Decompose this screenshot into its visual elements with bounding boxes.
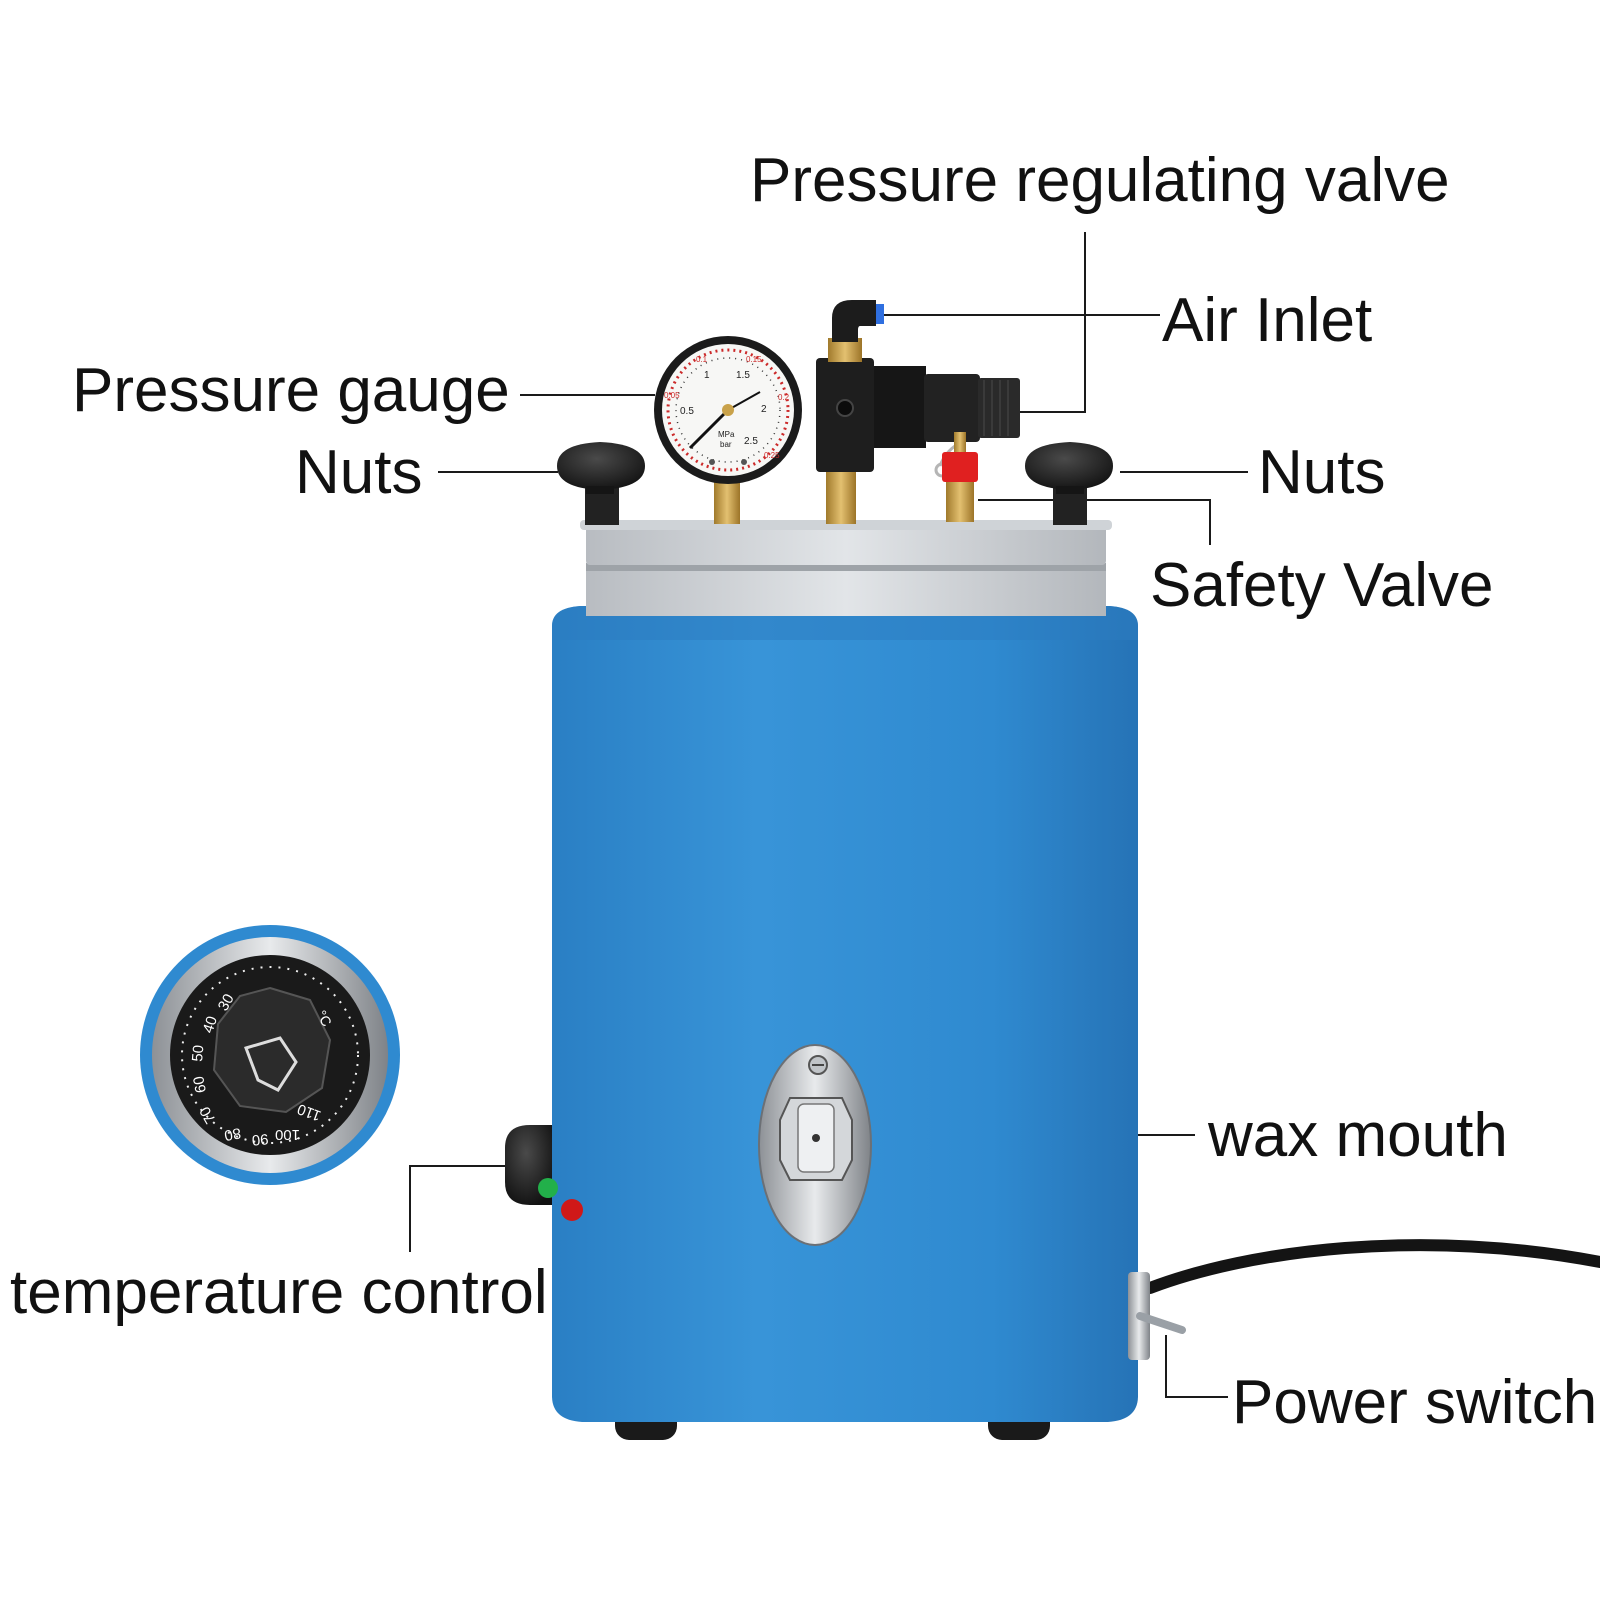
thermostat-tick-60: 60 bbox=[190, 1075, 210, 1094]
label-nuts-right: Nuts bbox=[1258, 438, 1386, 507]
gauge-needle bbox=[688, 408, 730, 450]
thermostat-tick-80: 80 bbox=[223, 1124, 242, 1144]
thermostat-unit: °C bbox=[313, 1008, 335, 1030]
power-cord bbox=[1144, 1239, 1600, 1294]
leader-pressure-regulating-valve bbox=[1020, 232, 1086, 413]
label-temperature-control: temperature control bbox=[10, 1258, 548, 1327]
thermostat-tick-40: 40 bbox=[200, 1014, 221, 1035]
nut-knob-left[interactable] bbox=[557, 442, 645, 525]
gauge-tick-inner-3: 2 bbox=[761, 404, 767, 415]
leader-temperature-control bbox=[409, 1165, 505, 1252]
label-wax-mouth: wax mouth bbox=[1208, 1101, 1508, 1170]
wax-mouth[interactable] bbox=[758, 1044, 872, 1246]
gauge-stem bbox=[714, 480, 740, 524]
gauge-tick-inner-1: 1 bbox=[704, 370, 710, 381]
thermostat-tick-100: 100 bbox=[275, 1126, 300, 1143]
gauge-tick-inner-4: 2.5 bbox=[744, 436, 758, 447]
indicator-light-green bbox=[538, 1178, 558, 1198]
air-inlet-fitting[interactable] bbox=[832, 300, 884, 342]
label-pressure-gauge: Pressure gauge bbox=[72, 356, 510, 425]
gauge-tick-outer-2: 0.15 bbox=[746, 355, 762, 364]
label-power-switch: Power switch bbox=[1232, 1368, 1598, 1437]
gauge-tick-outer-0: 0.05 bbox=[664, 391, 680, 400]
label-air-inlet: Air Inlet bbox=[1162, 286, 1373, 355]
pressure-gauge: 0.5 1 1.5 2 2.5 0.05 0.1 0.15 0.2 0.25 M… bbox=[654, 336, 802, 484]
blue-body bbox=[552, 606, 1138, 1422]
indicator-light-red bbox=[561, 1199, 583, 1221]
pressure-regulator[interactable] bbox=[816, 338, 1020, 524]
label-nuts-left: Nuts bbox=[295, 438, 423, 507]
lid bbox=[580, 520, 1112, 616]
thermostat-tick-70: 70 bbox=[196, 1104, 219, 1127]
label-safety-valve: Safety Valve bbox=[1150, 551, 1494, 620]
gauge-tick-outer-3: 0.2 bbox=[778, 393, 790, 402]
gauge-tick-outer-4: 0.25 bbox=[764, 451, 780, 460]
thermostat-inset: 30 40 50 60 70 80 90 100 110 °C bbox=[140, 925, 400, 1185]
thermostat-tick-30: 30 bbox=[215, 991, 238, 1014]
gauge-unit-mpa: MPa bbox=[718, 430, 735, 439]
nut-knob-right[interactable] bbox=[1025, 442, 1113, 525]
gauge-tick-outer-1: 0.1 bbox=[696, 355, 708, 364]
power-switch[interactable] bbox=[1128, 1272, 1186, 1360]
thermostat-tick-50: 50 bbox=[189, 1044, 207, 1062]
leader-power-switch bbox=[1165, 1335, 1228, 1398]
gauge-tick-inner-2: 1.5 bbox=[736, 370, 750, 381]
safety-valve[interactable] bbox=[934, 432, 978, 522]
label-pressure-regulating-valve: Pressure regulating valve bbox=[750, 146, 1450, 215]
gauge-tick-inner-0: 0.5 bbox=[680, 406, 694, 417]
thermostat-tick-90: 90 bbox=[251, 1130, 269, 1148]
gauge-unit-bar: bar bbox=[720, 440, 732, 449]
